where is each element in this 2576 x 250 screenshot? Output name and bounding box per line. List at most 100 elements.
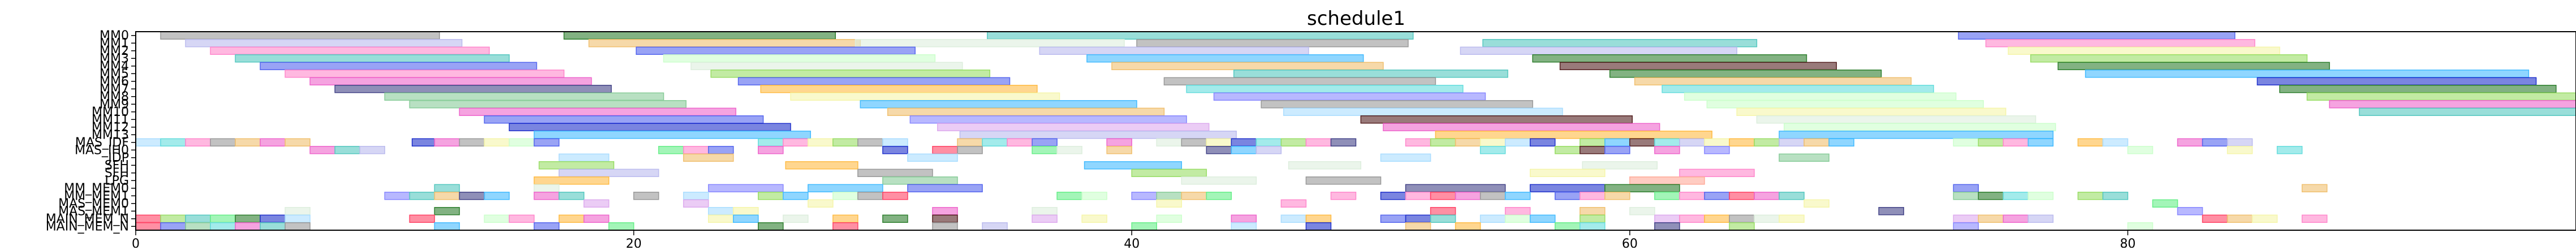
task-bar (907, 153, 958, 162)
task-bar (434, 222, 460, 231)
x-tick-label: 40 (1124, 237, 1140, 248)
task-bar (210, 138, 236, 146)
task-bar (2030, 54, 2308, 63)
task-bar (882, 146, 908, 154)
task-bar (683, 153, 734, 162)
task-bar (1032, 146, 1058, 154)
task-bar (135, 214, 161, 223)
task-bar (1654, 146, 1680, 154)
y-tick-label: MAS_IH0 (75, 143, 129, 157)
task-bar (1305, 214, 1332, 223)
task-bar (1604, 192, 1630, 200)
y-tick-label: MM12 (92, 120, 129, 135)
task-bar (508, 123, 791, 131)
task-bar (2202, 138, 2228, 146)
task-bar (932, 146, 958, 154)
task-bar (1255, 146, 1282, 154)
task-bar (808, 184, 883, 192)
task-bar (683, 192, 709, 200)
task-bar (1405, 138, 1431, 146)
task-bar (855, 39, 1125, 48)
task-bar (1532, 54, 1807, 63)
task-bar (957, 146, 983, 154)
task-bar (459, 192, 485, 200)
y-tick-label: LPG (105, 174, 129, 188)
task-bar (508, 214, 535, 223)
task-bar (2177, 207, 2203, 215)
task-bar (284, 214, 310, 223)
task-bar (434, 138, 460, 146)
task-bar (732, 214, 759, 223)
task-bar (434, 184, 460, 192)
task-bar (1181, 176, 1257, 185)
task-bar (1156, 214, 1183, 223)
task-bar (2329, 100, 2576, 109)
task-bar (1007, 138, 1033, 146)
task-bar (1032, 214, 1058, 223)
task-bar (533, 192, 560, 200)
task-bar (1479, 192, 1506, 200)
task-bar (658, 146, 684, 154)
task-bar (235, 54, 510, 63)
task-bar (459, 107, 736, 116)
task-bar (1039, 46, 1309, 55)
task-bar (409, 192, 435, 200)
task-bar (309, 77, 592, 85)
task-bar (1504, 138, 1531, 146)
y-tick-label: MM3 (100, 51, 129, 66)
task-bar (1684, 92, 1957, 101)
task-bar (235, 214, 261, 223)
task-bar (1330, 138, 1357, 146)
task-bar (1081, 214, 1107, 223)
task-bar (1609, 70, 1882, 78)
task-bar (1779, 138, 1805, 146)
task-bar (2085, 70, 2530, 78)
task-bar (533, 131, 811, 139)
task-bar (857, 169, 933, 177)
task-bar (683, 199, 709, 208)
y-tick-label: MM8 (100, 90, 129, 104)
task-bar (160, 31, 440, 40)
task-bar (1206, 192, 1232, 200)
task-bar (1233, 70, 1508, 78)
task-bar (1704, 146, 1730, 154)
task-bar (758, 146, 784, 154)
task-bar (1455, 192, 1481, 200)
task-bar (1504, 214, 1531, 223)
task-bar (1084, 161, 1183, 170)
task-bar (1634, 77, 1912, 85)
task-bar (1056, 146, 1082, 154)
task-bar (1978, 138, 2004, 146)
task-bar (1604, 138, 1630, 146)
task-bar (1580, 138, 1606, 146)
task-bar (185, 138, 211, 146)
task-bar (1529, 169, 1606, 177)
task-bar (1405, 222, 1431, 231)
task-bar (508, 138, 535, 146)
task-bar (2027, 214, 2054, 223)
task-bar (359, 146, 386, 154)
task-bar (1654, 192, 1680, 200)
task-bar (533, 222, 560, 231)
task-bar (558, 192, 585, 200)
task-bar (1231, 138, 1257, 146)
task-bar (1754, 138, 1780, 146)
task-bar (1405, 184, 1506, 192)
task-bar (160, 222, 186, 231)
task-bar (1729, 214, 1755, 223)
task-bar (1181, 192, 1207, 200)
task-bar (1430, 214, 1456, 223)
task-bar (1479, 214, 1506, 223)
task-bar (284, 222, 310, 231)
task-bar (882, 214, 908, 223)
task-bar (1163, 77, 1436, 85)
task-bar (538, 161, 615, 170)
task-bar (957, 138, 983, 146)
task-bar (1828, 138, 1854, 146)
task-bar (1604, 146, 1630, 154)
task-bar (434, 207, 460, 215)
task-bar (2301, 214, 2328, 223)
task-bar (1156, 199, 1183, 208)
